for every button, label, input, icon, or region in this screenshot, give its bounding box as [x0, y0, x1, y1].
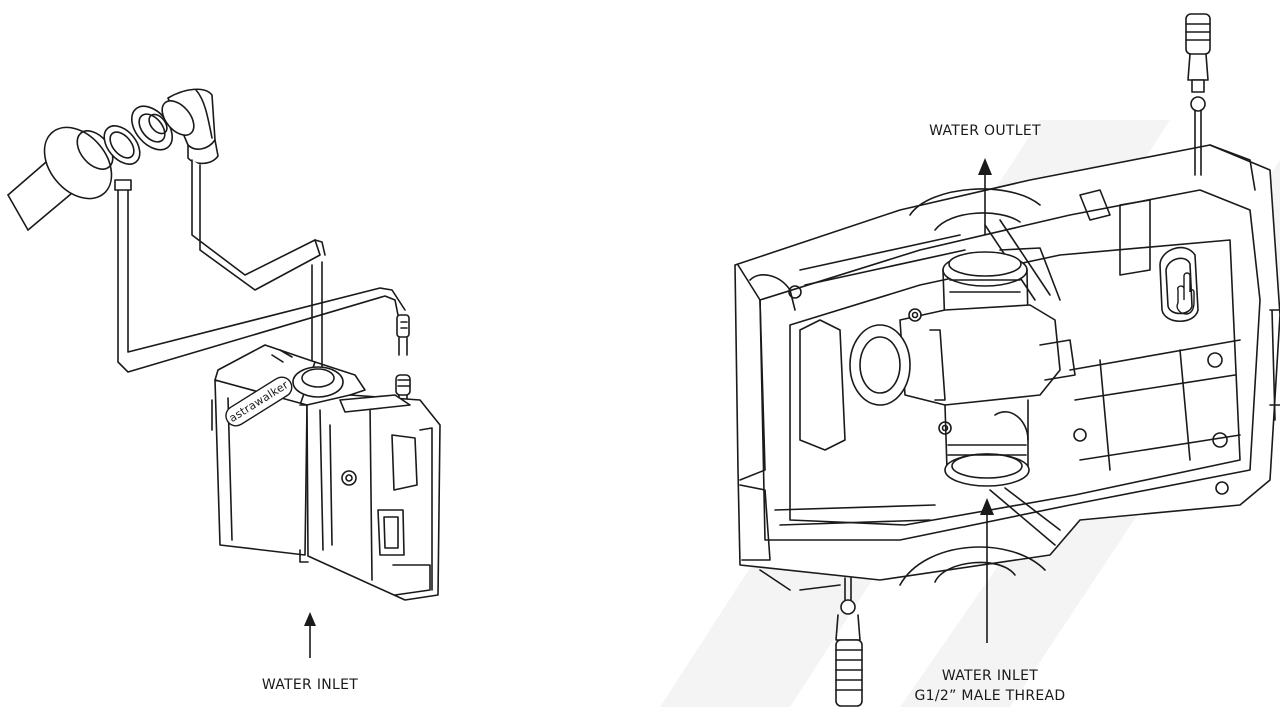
- right-water-inlet-label: WATER INLET: [941, 668, 1039, 684]
- arrow-up-icon: [304, 612, 316, 658]
- arrow-up-icon: [980, 498, 994, 643]
- water-outlet-label: WATER OUTLET: [929, 123, 1041, 139]
- arrow-up-icon: [978, 158, 992, 235]
- thread-spec-label: G1/2” MALE THREAD: [914, 688, 1066, 704]
- left-water-inlet-label: WATER INLET: [261, 677, 359, 693]
- hand-pointer-icon: [1176, 272, 1195, 315]
- brand-badge: [225, 376, 293, 427]
